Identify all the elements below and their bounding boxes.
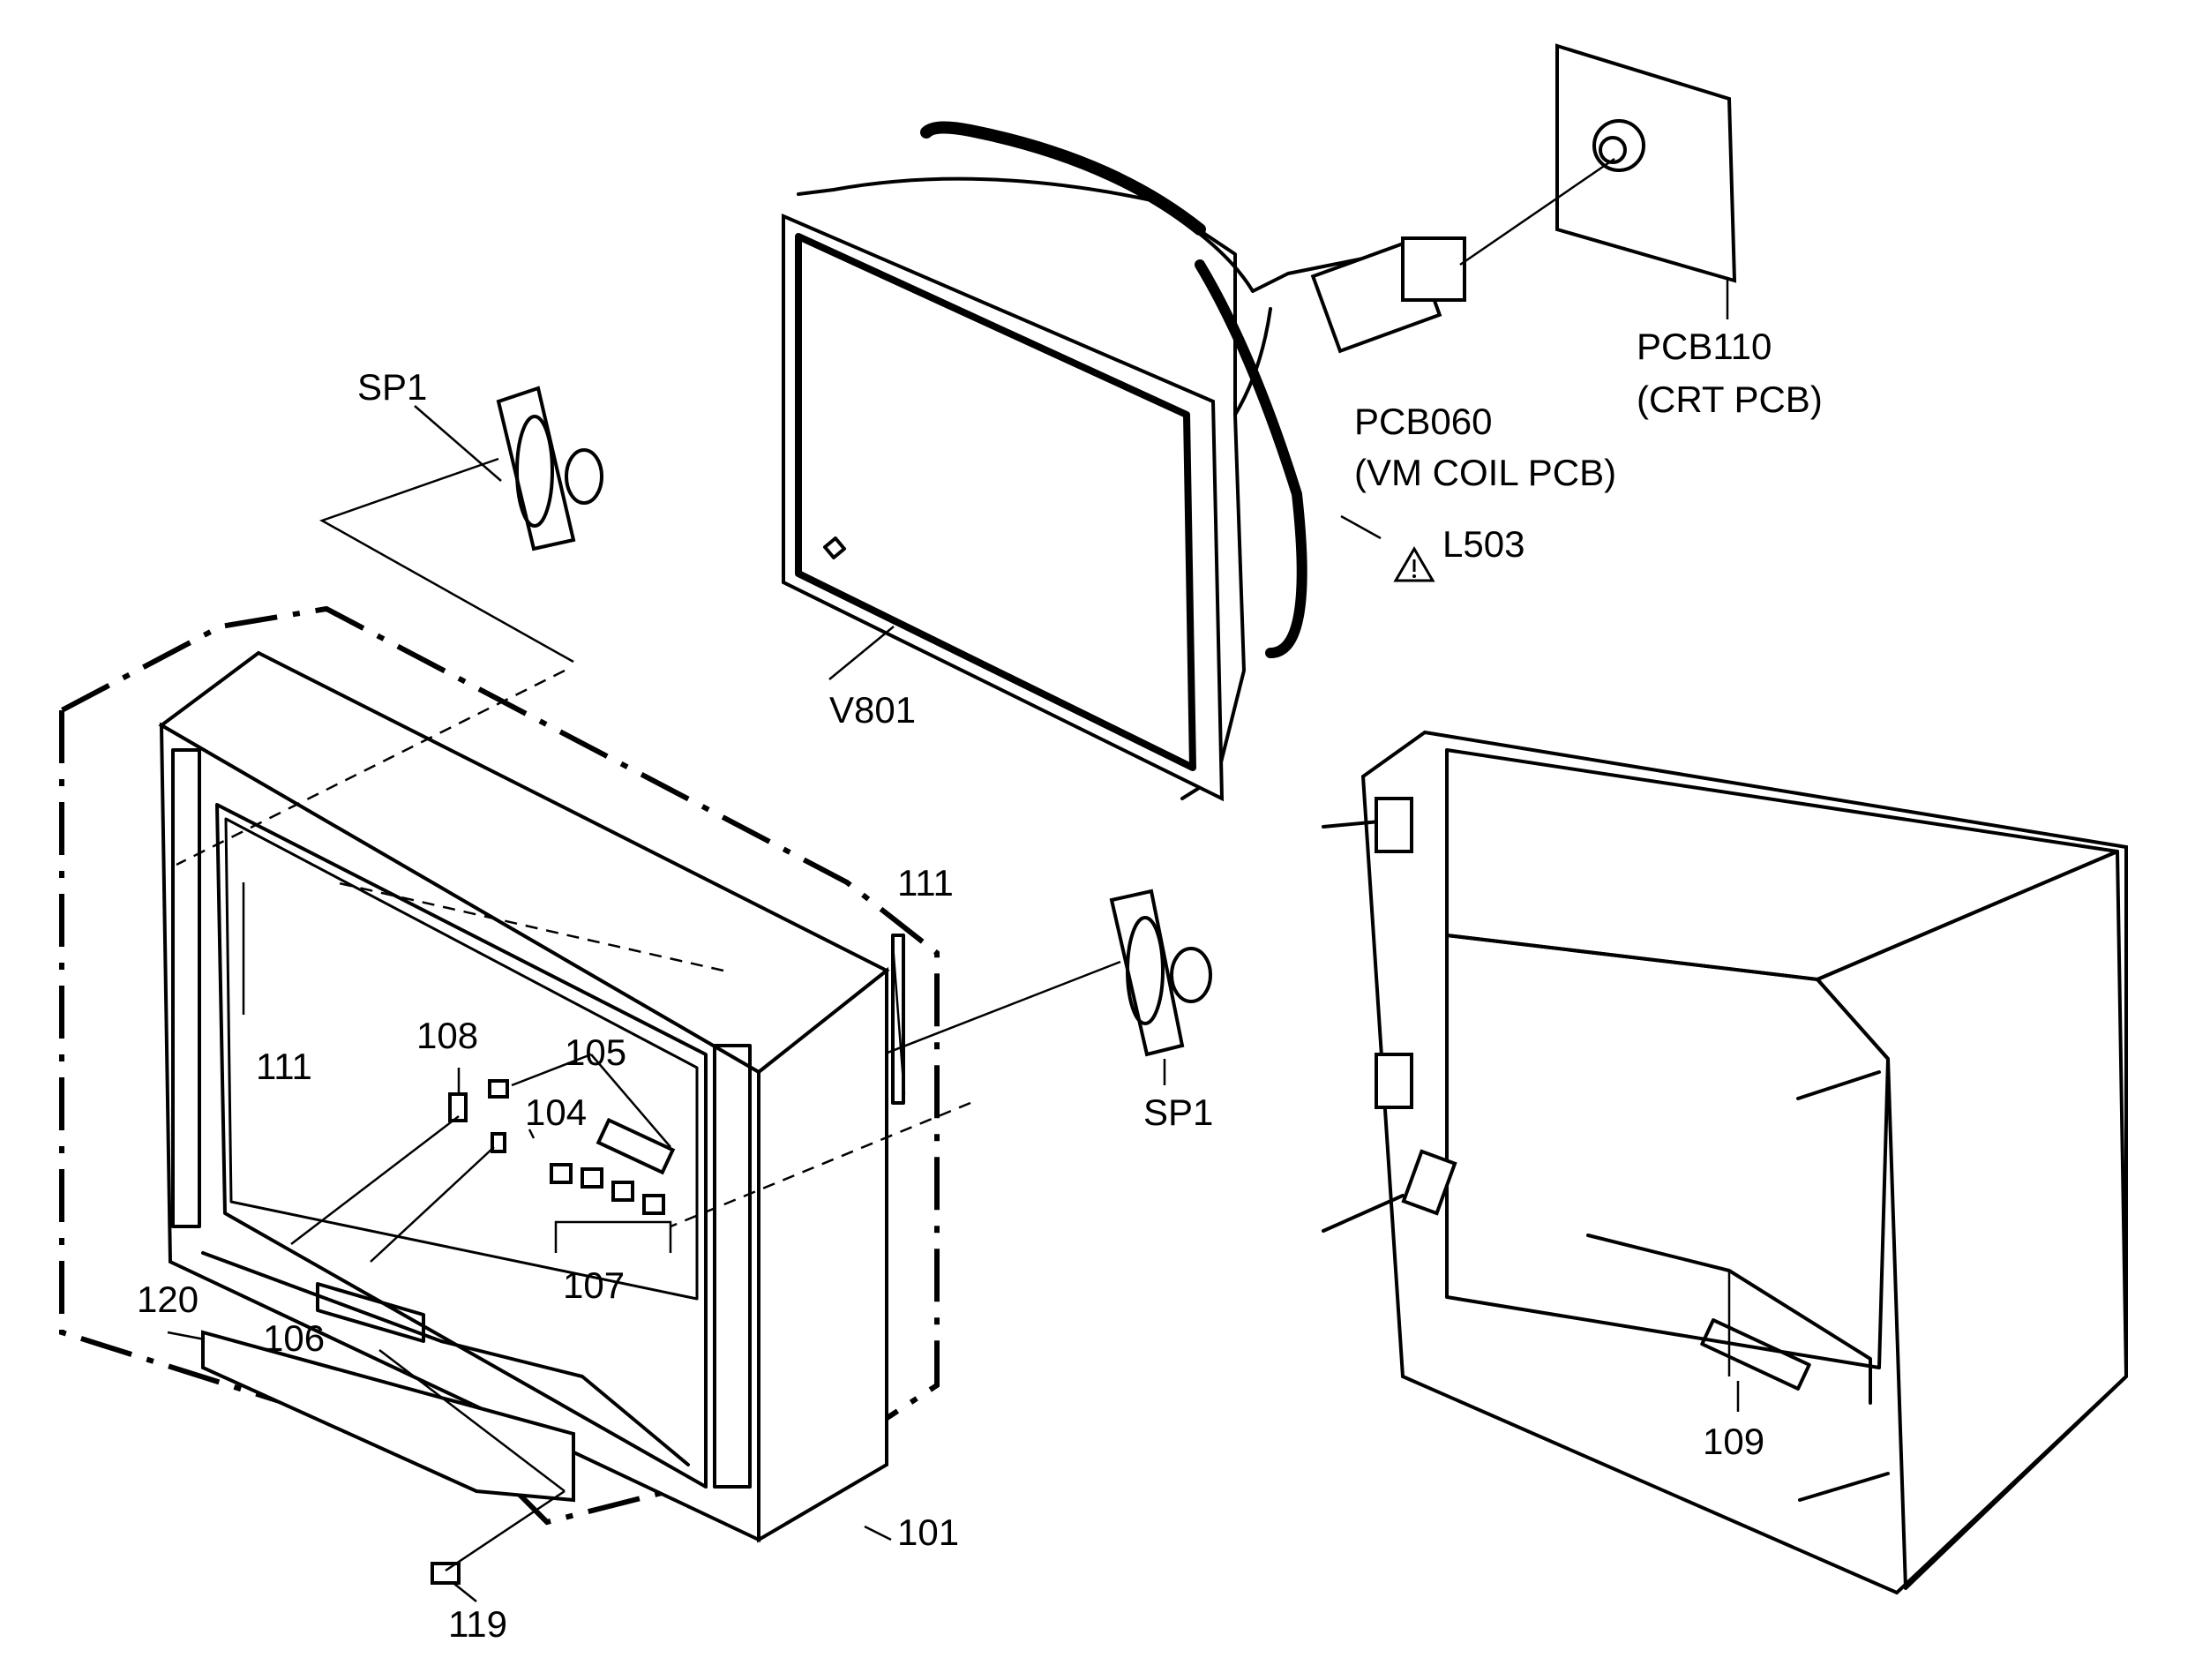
label-120: 120	[137, 1279, 199, 1320]
label-107: 107	[563, 1264, 626, 1306]
label-pcb060-line1: PCB060	[1354, 401, 1493, 442]
label-101: 101	[897, 1511, 960, 1553]
label-pcb060-line2: (VM COIL PCB)	[1354, 452, 1617, 493]
label-sp1-right: SP1	[1143, 1091, 1214, 1133]
label-pcb110-line1: PCB110	[1637, 326, 1772, 367]
label-111-left: 111	[256, 1046, 312, 1087]
front-cabinet-part	[59, 605, 971, 1543]
warning-triangle-icon	[1340, 514, 1435, 582]
hinge-part	[167, 1331, 566, 1602]
picture-tube-part	[782, 121, 1615, 802]
label-105: 105	[565, 1031, 627, 1073]
label-119: 119	[448, 1603, 507, 1645]
label-109: 109	[1703, 1421, 1765, 1462]
label-v801: V801	[829, 689, 917, 731]
label-l503: L503	[1442, 523, 1525, 565]
crt-pcb-part	[1555, 43, 1737, 319]
label-sp1-top: SP1	[357, 366, 428, 408]
speaker-top-part	[318, 386, 603, 664]
label-108: 108	[416, 1015, 479, 1056]
label-104: 104	[525, 1091, 588, 1133]
label-106: 106	[263, 1317, 326, 1359]
label-111-right: 111	[897, 862, 954, 904]
label-pcb110-line2: (CRT PCB)	[1637, 379, 1823, 420]
rear-cabinet-part	[1322, 730, 2128, 1595]
control-parts	[290, 1053, 676, 1263]
